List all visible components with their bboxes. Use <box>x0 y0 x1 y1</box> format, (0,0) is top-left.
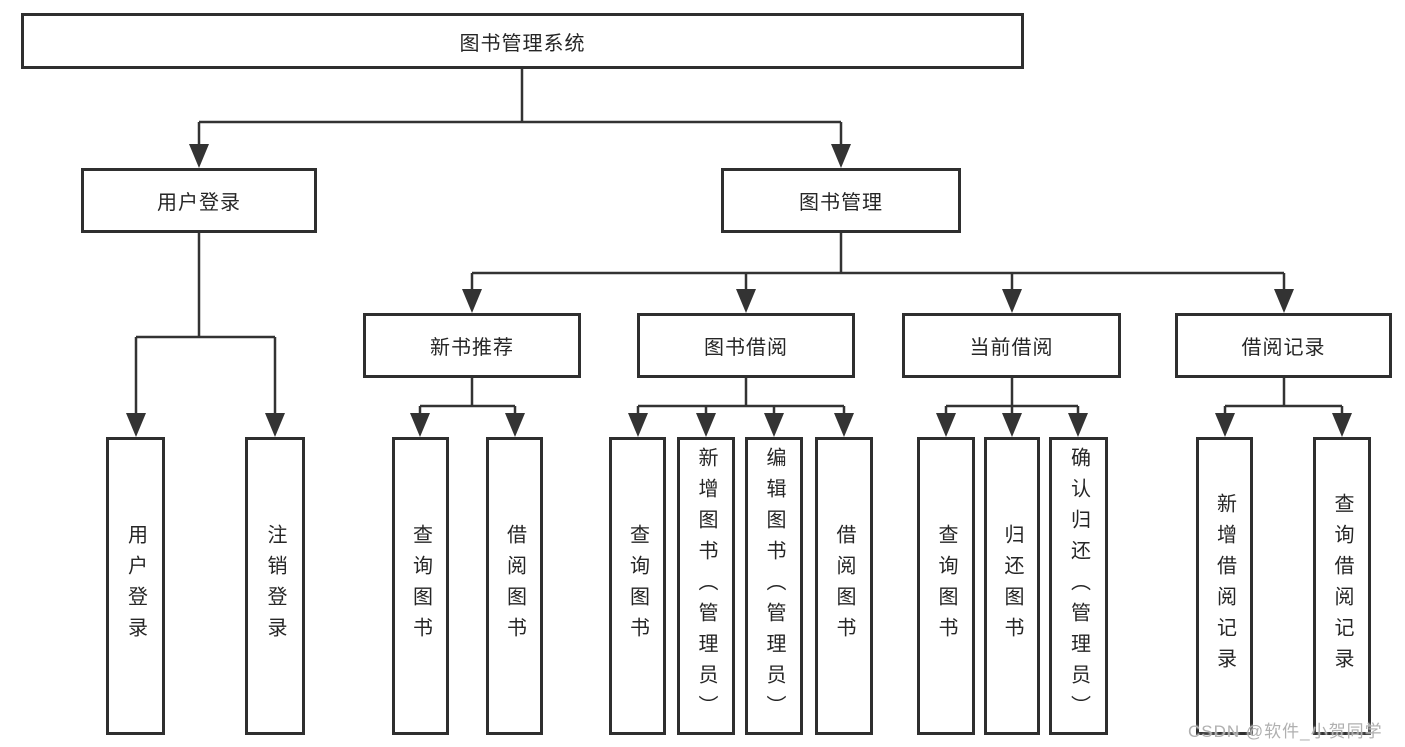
arrow-down-icon <box>764 413 784 437</box>
arrow-down-icon <box>410 413 430 437</box>
node-current-borrow-label: 当前借阅 <box>969 337 1054 359</box>
leaf-br-add-record-label: 新增借阅记录 <box>1213 493 1236 679</box>
node-borrow-records-label: 借阅记录 <box>1241 337 1326 359</box>
connector-borrow-records-to-leaves <box>1223 378 1344 425</box>
arrow-down-icon <box>628 413 648 437</box>
leaf-bb-add-books-admin: 新增图书（管理员） <box>677 437 735 735</box>
leaf-cb-return-books-label: 归还图书 <box>1001 524 1023 648</box>
node-book-borrow: 图书借阅 <box>637 313 855 378</box>
node-root-label: 图书管理系统 <box>459 32 586 55</box>
arrow-down-icon <box>505 413 525 437</box>
leaf-bb-borrow-books: 借阅图书 <box>815 437 873 735</box>
arrow-down-icon <box>1002 289 1022 313</box>
node-user-login: 用户登录 <box>81 168 317 233</box>
leaf-nbr-borrow-books-label: 借阅图书 <box>503 524 526 648</box>
node-new-book-recommend: 新书推荐 <box>363 313 581 378</box>
leaf-logout: 注销登录 <box>245 437 305 735</box>
leaf-bb-edit-books-admin-label: 编辑图书（管理员） <box>763 446 785 726</box>
arrowheads <box>126 144 1352 437</box>
watermark: CSDN @软件_小贺同学 <box>1188 722 1383 741</box>
leaf-cb-query-books: 查询图书 <box>917 437 975 735</box>
leaf-nbr-query-books: 查询图书 <box>392 437 449 735</box>
leaf-logout-label: 注销登录 <box>264 524 286 648</box>
arrow-down-icon <box>936 413 956 437</box>
arrow-down-icon <box>1002 413 1022 437</box>
leaf-cb-query-books-label: 查询图书 <box>935 524 957 648</box>
node-current-borrow: 当前借阅 <box>902 313 1121 378</box>
connector-book-management-to-level3 <box>470 233 1286 301</box>
node-borrow-records: 借阅记录 <box>1175 313 1392 378</box>
arrow-down-icon <box>696 413 716 437</box>
node-book-management-label: 图书管理 <box>799 192 883 214</box>
leaf-user-login: 用户登录 <box>106 437 165 735</box>
arrow-down-icon <box>1274 289 1294 313</box>
leaf-br-query-record-label: 查询借阅记录 <box>1331 493 1353 679</box>
arrow-down-icon <box>1215 413 1235 437</box>
arrow-down-icon <box>736 289 756 313</box>
leaf-br-add-record: 新增借阅记录 <box>1196 437 1253 735</box>
connector-book-borrow-to-leaves <box>636 378 846 425</box>
connector-user-login-to-leaves <box>134 233 277 425</box>
node-book-borrow-label: 图书借阅 <box>704 337 788 359</box>
node-user-login-label: 用户登录 <box>157 192 241 214</box>
connector-root-to-level2 <box>197 69 843 158</box>
leaf-bb-edit-books-admin: 编辑图书（管理员） <box>745 437 803 735</box>
leaf-cb-confirm-return-admin: 确认归还（管理员） <box>1049 437 1108 735</box>
arrow-down-icon <box>126 413 146 437</box>
leaf-br-query-record: 查询借阅记录 <box>1313 437 1371 735</box>
connector-new-book-recommend-to-leaves <box>418 378 517 425</box>
leaf-bb-borrow-books-label: 借阅图书 <box>833 524 855 648</box>
leaf-bb-query-books-label: 查询图书 <box>626 524 649 648</box>
arrow-down-icon <box>834 413 854 437</box>
arrow-down-icon <box>189 144 209 168</box>
arrow-down-icon <box>831 144 851 168</box>
arrow-down-icon <box>462 289 482 313</box>
leaf-nbr-borrow-books: 借阅图书 <box>486 437 543 735</box>
node-book-management: 图书管理 <box>721 168 961 233</box>
node-new-book-recommend-label: 新书推荐 <box>430 337 514 359</box>
leaf-bb-query-books: 查询图书 <box>609 437 666 735</box>
arrow-down-icon <box>1068 413 1088 437</box>
arrow-down-icon <box>1332 413 1352 437</box>
arrow-down-icon <box>265 413 285 437</box>
leaf-cb-return-books: 归还图书 <box>984 437 1040 735</box>
leaf-bb-add-books-admin-label: 新增图书（管理员） <box>695 446 717 726</box>
leaf-nbr-query-books-label: 查询图书 <box>409 524 432 648</box>
leaf-user-login-label: 用户登录 <box>124 524 147 648</box>
leaf-cb-confirm-return-admin-label: 确认归还（管理员） <box>1067 446 1090 726</box>
node-root: 图书管理系统 <box>21 13 1024 69</box>
